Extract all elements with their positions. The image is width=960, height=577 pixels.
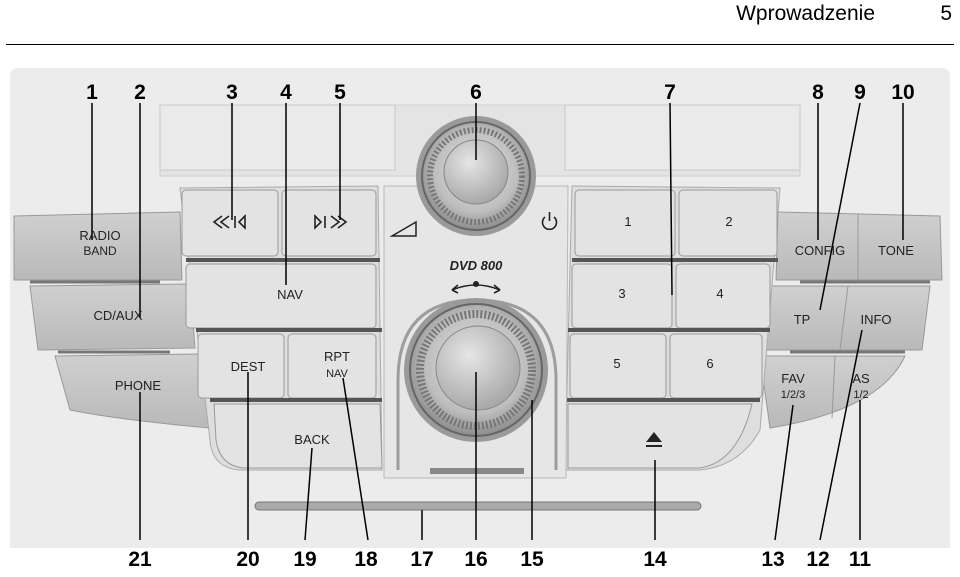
callout-5: 5 [334, 81, 346, 104]
center-slot [430, 468, 524, 474]
callout-lines [91, 102, 904, 541]
preset-1-button[interactable] [574, 189, 676, 257]
callout-15: 15 [520, 548, 544, 571]
callout-2: 2 [134, 81, 146, 104]
preset-2-button[interactable] [678, 189, 778, 257]
fav-label: FAV [781, 371, 805, 386]
tp-info-divider [839, 285, 849, 351]
radio-label: RADIO [79, 228, 120, 243]
rpt-nav-button[interactable] [287, 333, 377, 399]
callout-7: 7 [664, 81, 676, 104]
menu-knob-cap [435, 325, 521, 411]
callout-12: 12 [806, 548, 829, 571]
phone-label: PHONE [115, 378, 162, 393]
as-sub-label: 1/2 [853, 389, 868, 401]
back-button[interactable] [213, 403, 383, 469]
seek-forward-button[interactable] [281, 189, 377, 257]
preset-2-label: 2 [725, 214, 732, 229]
info-label: INFO [860, 312, 891, 327]
callout-1: 1 [86, 81, 98, 104]
tp-label: TP [794, 312, 811, 327]
seek-back-button[interactable] [181, 189, 279, 257]
config-label: CONFIG [795, 243, 846, 258]
callout-8: 8 [812, 81, 824, 104]
seek-back-icon [212, 214, 246, 230]
tone-label: TONE [878, 243, 914, 258]
preset-6-label: 6 [706, 356, 713, 371]
fav-sub-label: 1/2/3 [781, 389, 805, 401]
fav-as-bar[interactable] [759, 355, 906, 429]
dest-label: DEST [231, 359, 266, 374]
callout-3: 3 [226, 81, 238, 104]
eject-button[interactable] [567, 403, 753, 469]
callout-9: 9 [854, 81, 866, 104]
fav-as-divider [831, 355, 836, 419]
preset-1-label: 1 [624, 214, 631, 229]
callout-20: 20 [236, 548, 259, 571]
callout-16: 16 [464, 548, 487, 571]
band-label: BAND [83, 244, 117, 258]
callout-14: 14 [643, 548, 667, 571]
preset-6-button[interactable] [669, 333, 763, 399]
rpt-label: RPT [324, 349, 350, 364]
model-label: DVD 800 [450, 258, 504, 273]
rotate-arrows-icon [451, 280, 501, 294]
upper-left-panel [159, 104, 396, 171]
back-label: BACK [294, 432, 330, 447]
header-rule [6, 44, 954, 45]
cd-aux-label: CD/AUX [93, 308, 142, 323]
upper-right-panel [564, 104, 801, 171]
as-label: AS [852, 371, 870, 386]
callout-13: 13 [761, 548, 784, 571]
nav-label: NAV [277, 287, 303, 302]
power-icon [541, 212, 558, 231]
eject-icon [646, 432, 662, 447]
rpt-nav-label: NAV [326, 368, 348, 380]
callout-18: 18 [354, 548, 378, 571]
callout-17: 17 [410, 548, 433, 571]
callout-10: 10 [891, 81, 914, 104]
callout-21: 21 [128, 548, 152, 571]
preset-5-label: 5 [613, 356, 620, 371]
cd-aux-button[interactable] [29, 283, 196, 351]
page-title: Wprowadzenie [736, 2, 875, 25]
preset-3-label: 3 [618, 286, 625, 301]
callout-6: 6 [470, 81, 482, 104]
menu-knob-grip [416, 310, 536, 430]
preset-4-label: 4 [716, 286, 723, 301]
callout-4: 4 [280, 81, 292, 104]
callout-11: 11 [849, 548, 872, 571]
cd-slot [254, 501, 702, 511]
page-number: 5 [940, 2, 952, 25]
volume-icon [389, 220, 417, 237]
callout-19: 19 [293, 548, 316, 571]
